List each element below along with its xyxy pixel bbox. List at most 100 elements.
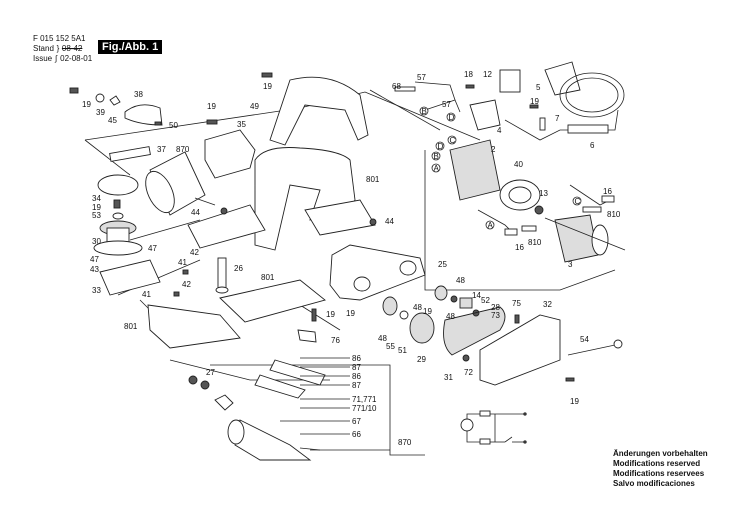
callout: 18 xyxy=(464,70,473,79)
belt-drive-assembly xyxy=(329,244,623,386)
brush-810 xyxy=(521,225,537,232)
callout: 73 xyxy=(491,311,500,320)
screw-19 xyxy=(113,199,121,209)
motor-symbol-icon xyxy=(460,418,474,432)
switch-cable-assembly xyxy=(394,61,625,141)
callout: 66 xyxy=(352,430,361,439)
cable-coil xyxy=(559,72,625,118)
callout: 19 xyxy=(570,397,579,406)
callout: 35 xyxy=(237,120,246,129)
housing-801 xyxy=(254,147,356,251)
svg-text:A: A xyxy=(488,221,494,230)
depth-adjust-assembly xyxy=(93,174,161,296)
pin-50 xyxy=(154,121,162,126)
screw-19 xyxy=(565,377,575,382)
screw-18 xyxy=(465,84,475,89)
shaft-26-base xyxy=(215,286,229,294)
blade-71 xyxy=(254,374,306,399)
callout: 19 xyxy=(92,203,101,212)
cable-sleeve xyxy=(567,124,609,134)
callout: 50 xyxy=(169,121,178,130)
callout: 68 xyxy=(392,82,401,91)
svg-text:D: D xyxy=(449,113,455,122)
callout: 41 xyxy=(142,290,151,299)
lever-41 xyxy=(182,269,189,275)
housing-foot-tray xyxy=(187,204,266,249)
housing-assembly xyxy=(187,72,377,251)
callout: 57 xyxy=(442,100,451,109)
callout: 51 xyxy=(398,346,407,355)
callout: 41 xyxy=(178,258,187,267)
callout: 53 xyxy=(92,211,101,220)
drum-end xyxy=(227,419,245,445)
callout: 801 xyxy=(124,322,138,331)
note-es: Salvo modificaciones xyxy=(613,479,695,488)
callout: 54 xyxy=(580,335,589,344)
callout: 27 xyxy=(206,368,215,377)
callout: 801 xyxy=(261,273,275,282)
callout: 67 xyxy=(352,417,361,426)
callout: 34 xyxy=(92,194,101,203)
spring-45 xyxy=(109,95,121,106)
washer-39 xyxy=(95,93,105,103)
callout-labels: 19 39 45 38 50 19 35 49 19 37 870 34 19 … xyxy=(82,70,621,447)
callout: 810 xyxy=(607,210,621,219)
leader-lines xyxy=(280,357,390,451)
wrench-54-head xyxy=(613,339,623,349)
bearing-14 xyxy=(434,285,448,301)
stand-row: Stand}08-42 xyxy=(33,44,92,54)
callout: 71,771 xyxy=(352,395,377,404)
callout: 87 xyxy=(352,381,361,390)
switch-block-4 xyxy=(469,99,501,131)
brush-holder-16 xyxy=(504,228,518,236)
callout: 19 xyxy=(326,310,335,319)
clip-76 xyxy=(297,329,317,343)
scale-ring-30-base xyxy=(93,240,143,256)
switch-12 xyxy=(499,69,521,93)
callout: 32 xyxy=(543,300,552,309)
callout: 19 xyxy=(263,82,272,91)
callout: 52 xyxy=(481,296,490,305)
callout: 26 xyxy=(234,264,243,273)
gear-housing-25 xyxy=(329,244,426,301)
wiring-schematic xyxy=(460,410,527,445)
wire-57 xyxy=(424,99,461,113)
callout: 25 xyxy=(438,260,447,269)
bearing-27 xyxy=(200,380,210,390)
knob-34 xyxy=(97,174,139,196)
brush-810 xyxy=(582,206,602,213)
callout: 16 xyxy=(603,187,612,196)
callout: 12 xyxy=(483,70,492,79)
marker-d: D xyxy=(435,141,445,151)
callout: 48 xyxy=(446,312,455,321)
callout: 39 xyxy=(96,108,105,117)
lever-41 xyxy=(173,291,180,297)
callout: 86 xyxy=(352,354,361,363)
pin-75 xyxy=(514,314,520,324)
callout: 42 xyxy=(190,248,199,257)
bearing-27 xyxy=(188,375,198,385)
brace-icon: } xyxy=(56,44,60,53)
callout: 19 xyxy=(207,102,216,111)
brace-icon: ∫ xyxy=(55,54,58,63)
clamp-7 xyxy=(539,117,546,131)
armature-3 xyxy=(554,214,599,263)
callout: 31 xyxy=(444,373,453,382)
callout: 4 xyxy=(497,126,502,135)
cutter-head-assembly xyxy=(188,359,425,461)
callout: 771/10 xyxy=(352,404,377,413)
document-header: F 015 152 5A1 Stand}08-42 Issue∫02-08-01 xyxy=(33,34,92,64)
callout: 2 xyxy=(491,145,496,154)
resistor-icon xyxy=(479,438,491,445)
callout: 19 xyxy=(530,97,539,106)
callout: 5 xyxy=(536,83,541,92)
end-cap-67 xyxy=(214,394,234,411)
marker-d: D xyxy=(446,112,456,122)
callout: 87 xyxy=(352,363,361,372)
screw-19 xyxy=(206,119,218,125)
issue-value: 02-08-01 xyxy=(60,54,93,63)
callout: 870 xyxy=(176,145,190,154)
front-shoe-801 xyxy=(147,304,241,349)
brush-lead-a xyxy=(477,209,511,231)
